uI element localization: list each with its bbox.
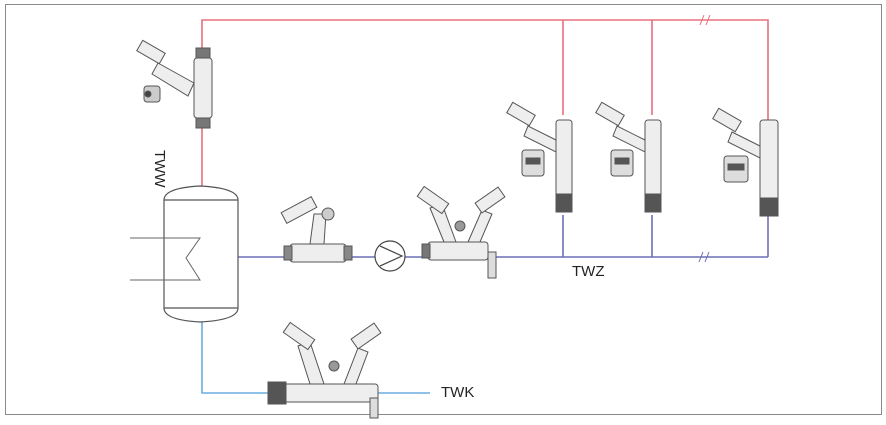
label-circulation: TWZ	[572, 263, 605, 280]
label-cold-water: TWK	[441, 384, 475, 401]
balancing-valve-icon	[506, 101, 573, 213]
hot-water-lines	[201, 14, 769, 190]
storage-tank-icon	[163, 185, 239, 323]
balancing-valve-icon	[416, 185, 506, 279]
label-hot-water: TWW	[151, 150, 168, 188]
heat-exchanger-icon	[130, 237, 201, 281]
balancing-valve-icon	[712, 107, 779, 217]
balancing-valve-icon	[595, 101, 662, 213]
balancing-valve-icon	[280, 196, 353, 263]
balancing-valve-icon	[267, 321, 382, 419]
diagram-frame	[5, 4, 882, 415]
circulation-pump-icon	[374, 240, 406, 272]
balancing-valve-icon	[136, 39, 213, 129]
